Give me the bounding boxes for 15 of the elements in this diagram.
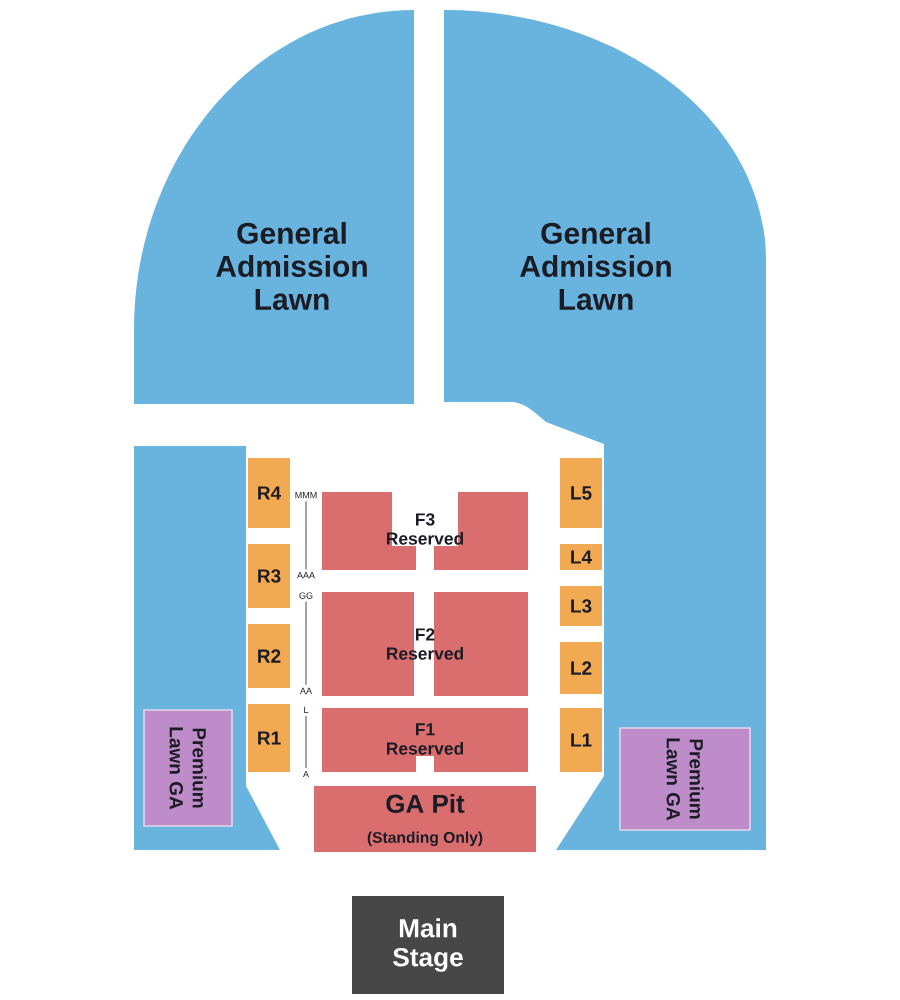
- seat-section: R4: [248, 458, 290, 528]
- premium-section: Premium Lawn GA: [619, 727, 751, 831]
- node-label: F3: [416, 513, 435, 526]
- premium-section: Premium Lawn GA: [143, 709, 233, 827]
- lawn-section: General Admission Lawn: [134, 10, 414, 404]
- stage: Main Stage: [352, 896, 504, 994]
- seat-section: L1: [560, 708, 602, 772]
- seat-section: R3: [248, 544, 290, 608]
- seat-section: L3: [560, 586, 602, 626]
- seat-section: L4: [560, 544, 602, 570]
- seat-section: L2: [560, 642, 602, 694]
- seat-section: L5: [560, 458, 602, 528]
- seat-section: F1 Reserved: [322, 708, 528, 772]
- seat-section: R2: [248, 624, 290, 688]
- seat-section: R1: [248, 704, 290, 772]
